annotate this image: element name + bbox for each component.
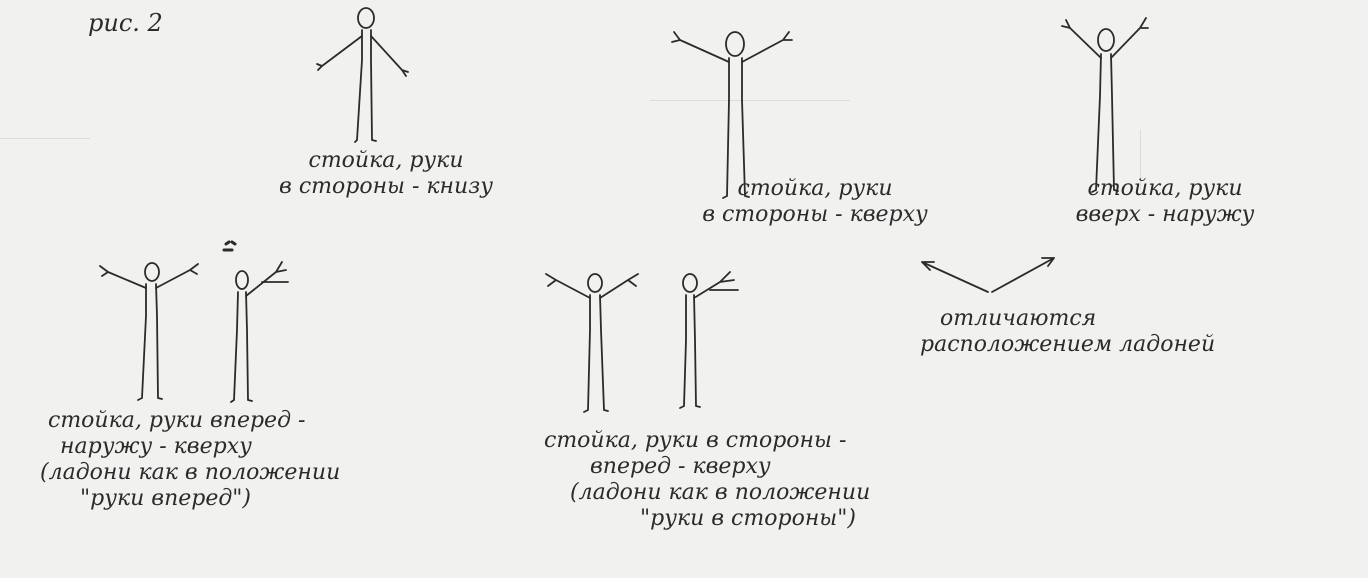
caption-pose-5: стойка, руки в стороны - вперед - кверху… — [510, 428, 840, 532]
comparison-arrows — [922, 258, 1054, 292]
stick-figure-arms-side-forward-front — [546, 274, 638, 412]
caption-line: (ладони как в положении — [40, 460, 360, 486]
stick-figure-arms-forward-outward-front — [100, 263, 198, 400]
caption-pose-1: стойка, руки в стороны - книзу — [276, 148, 496, 200]
figure-label: рис. 2 — [88, 10, 163, 36]
caption-line: "руки вперед") — [40, 486, 360, 512]
caption-line: стойка, руки — [680, 176, 950, 202]
caption-pose-2: стойка, руки в стороны - кверху — [680, 176, 950, 228]
stick-figure-arms-side-forward-side — [680, 272, 738, 408]
stick-figure-arms-up-outward — [1062, 18, 1148, 192]
caption-line: вперед - кверху — [510, 454, 840, 480]
caption-line: вверх - наружу — [1040, 202, 1290, 228]
stick-figure-arms-forward-outward-side — [224, 242, 288, 402]
caption-line: стойка, руки вперед - — [40, 408, 360, 434]
note-line: отличаются — [920, 306, 1340, 332]
caption-line: "руки в стороны") — [510, 506, 840, 532]
note-line: расположением ладоней — [920, 332, 1340, 358]
caption-pose-4: стойка, руки вперед - наружу - кверху (л… — [40, 408, 360, 512]
comparison-note: отличаются расположением ладоней — [920, 306, 1340, 358]
caption-line: стойка, руки — [1040, 176, 1290, 202]
stick-figure-arms-side-up — [672, 32, 792, 198]
stick-figure-arms-side-down — [317, 8, 408, 142]
caption-line: в стороны - кверху — [680, 202, 950, 228]
caption-line: стойка, руки в стороны - — [510, 428, 840, 454]
caption-line: в стороны - книзу — [276, 174, 496, 200]
caption-line: наружу - кверху — [40, 434, 360, 460]
caption-line: стойка, руки — [276, 148, 496, 174]
caption-line: (ладони как в положении — [510, 480, 840, 506]
caption-pose-3: стойка, руки вверх - наружу — [1040, 176, 1290, 228]
